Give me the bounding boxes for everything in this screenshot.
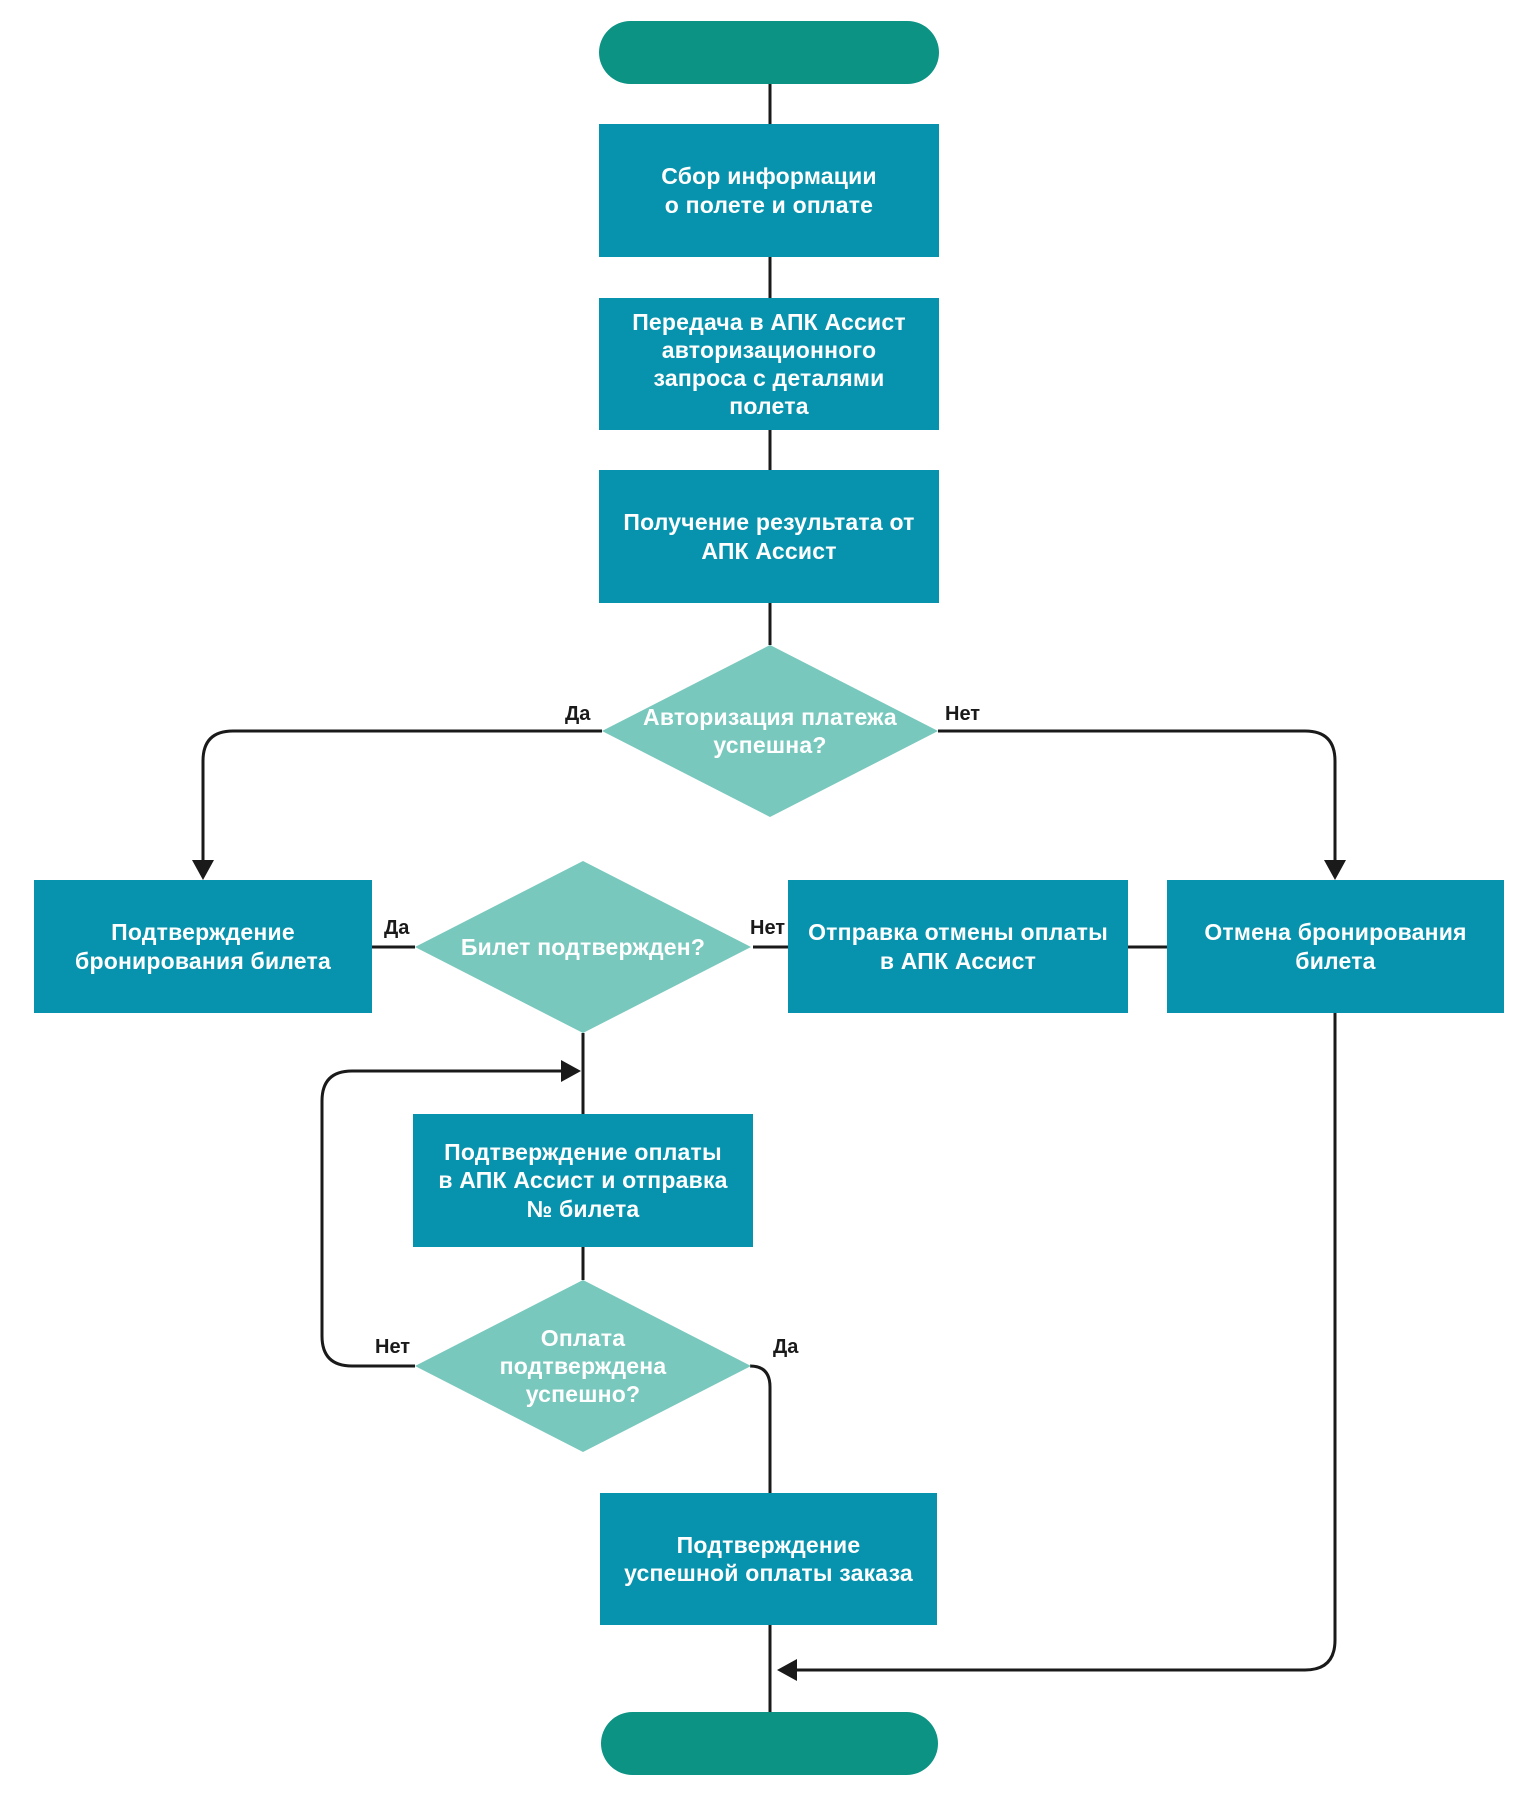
arrowhead-auth-no	[1324, 860, 1346, 880]
edge-cancelbooking-return	[797, 1013, 1337, 1672]
process-send-auth-request: Передача в АПК Ассист авторизационного з…	[599, 298, 939, 430]
edge-auth-no	[938, 729, 1337, 862]
process-confirm-order: Подтверждение успешной оплаты заказа	[600, 1493, 937, 1625]
arrowhead-return	[777, 1659, 797, 1681]
edge-label-auth-no: Нет	[945, 703, 981, 725]
edge-payment-yes	[749, 1364, 772, 1493]
arrowhead-auth-yes	[192, 860, 214, 880]
end-terminator	[601, 1712, 938, 1775]
edge-label-payment-yes: Да	[773, 1336, 799, 1358]
process-send-payment-cancel: Отправка отмены оплаты в АПК Ассист	[788, 880, 1128, 1013]
edge-label-ticket-no: Нет	[750, 917, 786, 939]
process-receive-result: Получение результата от АПК Ассист	[599, 470, 939, 603]
edge-auth-yes	[201, 729, 602, 862]
process-cancel-booking: Отмена бронирования билета	[1167, 880, 1504, 1013]
process-collect-info: Сбор информации о полете и оплате	[599, 124, 939, 257]
edge-label-auth-yes: Да	[565, 703, 591, 725]
arrowhead-loop	[561, 1060, 581, 1082]
edge-label-ticket-yes: Да	[384, 917, 410, 939]
process-confirm-payment: Подтверждение оплаты в АПК Ассист и отпр…	[413, 1114, 753, 1247]
process-confirm-booking: Подтверждение бронирования билета	[34, 880, 372, 1013]
edge-payment-no-loop	[320, 1069, 562, 1368]
start-terminator	[599, 21, 939, 84]
edge-label-payment-no: Нет	[375, 1336, 411, 1358]
